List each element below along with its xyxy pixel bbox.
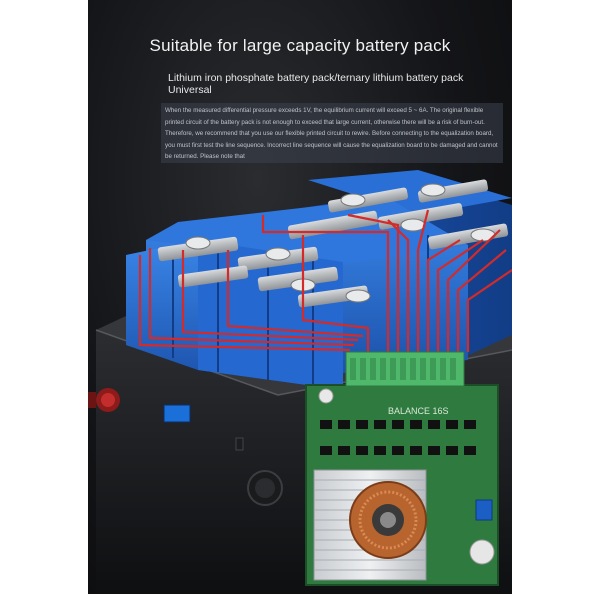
voltage-display	[163, 404, 191, 423]
black-knob	[247, 470, 283, 506]
toroidal-inductor	[349, 481, 427, 559]
product-poster: BALANCE 16S Suitable for large capacit	[88, 0, 512, 594]
buzzer	[469, 539, 495, 565]
balancer-board: BALANCE 16S	[305, 351, 499, 586]
sense-wires	[138, 209, 512, 352]
headline: Suitable for large capacity battery pack	[149, 36, 451, 55]
subheadline: Lithium iron phosphate battery pack/tern…	[168, 72, 464, 96]
red-terminal-knob	[88, 388, 120, 412]
battery-pack-illustration: BALANCE 16S	[88, 170, 512, 594]
trimmer-potentiometer	[475, 499, 493, 521]
notice-text: When the measured differential pressure …	[161, 103, 503, 163]
case-switch	[235, 437, 244, 451]
board-label: BALANCE 16S	[388, 406, 449, 416]
